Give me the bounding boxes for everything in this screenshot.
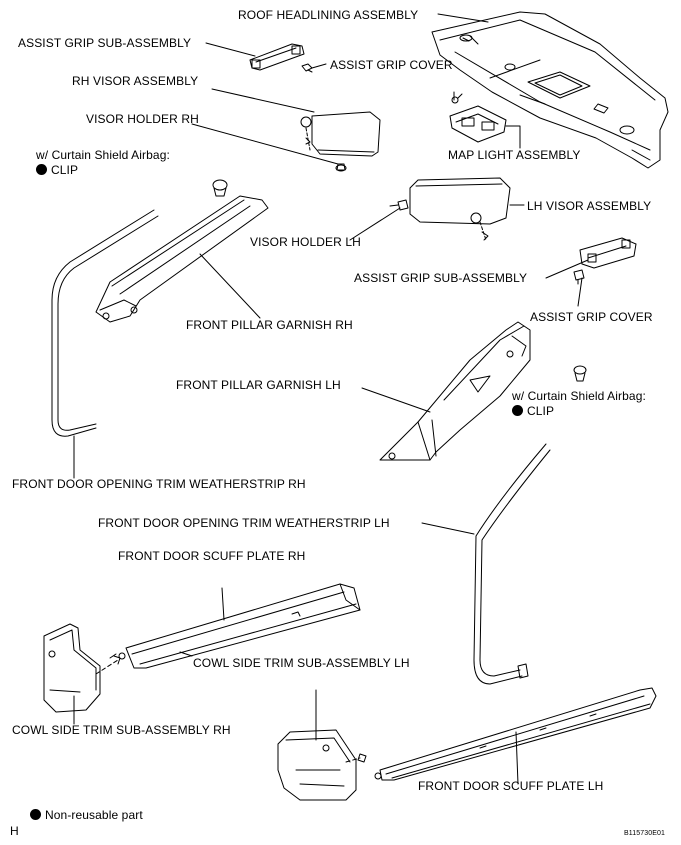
label-clip-top: CLIP: [36, 163, 78, 177]
leader-scuff-plate-rh: [221, 587, 225, 621]
leader-cowl-lh-mid: [179, 651, 193, 657]
label-front-pillar-garnish-lh: FRONT PILLAR GARNISH LH: [176, 378, 341, 392]
leader-visor-holder-lh: [349, 207, 401, 241]
label-assist-grip-cover-right: ASSIST GRIP COVER: [530, 310, 653, 324]
weatherstrip-lh-drawing: [473, 443, 551, 685]
clip-text: CLIP: [527, 404, 555, 418]
scuff-plate-rh-drawing: [109, 583, 361, 669]
corner-letter: H: [10, 824, 19, 838]
label-clip-right: CLIP: [512, 404, 554, 418]
assist-grip-right-drawing: [573, 237, 637, 285]
map-light-drawing: [449, 91, 521, 149]
label-airbag-note-top: w/ Curtain Shield Airbag:: [36, 148, 170, 162]
leader-assist-grip-cover-1: [311, 63, 327, 69]
leader-roof: [437, 13, 489, 23]
cowl-side-lh-drawing: [277, 729, 367, 801]
clip-top-drawing: [212, 179, 228, 197]
label-visor-holder-rh: VISOR HOLDER RH: [86, 112, 199, 126]
front-pillar-garnish-rh-drawing: [95, 195, 269, 323]
label-assist-grip-sub-right: ASSIST GRIP SUB-ASSEMBLY: [354, 271, 528, 285]
label-roof-headlining: ROOF HEADLINING ASSEMBLY: [238, 8, 419, 22]
label-front-pillar-garnish-rh: FRONT PILLAR GARNISH RH: [186, 318, 353, 332]
label-assist-grip-cover-top: ASSIST GRIP COVER: [330, 58, 453, 72]
clip-right-drawing: [573, 365, 587, 382]
legend-text: Non-reusable part: [45, 808, 143, 822]
leader-visor-holder-rh: [191, 123, 339, 165]
label-cowl-side-rh: COWL SIDE TRIM SUB-ASSEMBLY RH: [12, 723, 231, 737]
leader-assist-grip-cover-2: [577, 277, 583, 307]
legend-non-reusable: Non-reusable part: [30, 808, 143, 822]
assist-grip-top-drawing: [249, 43, 313, 73]
non-reusable-dot-icon: [36, 164, 47, 175]
roof-headlining-drawing: [431, 11, 669, 169]
front-pillar-garnish-lh-drawing: [379, 321, 531, 461]
leader-weatherstrip-lh: [421, 522, 475, 535]
scuff-plate-lh-drawing: [374, 687, 657, 781]
label-weatherstrip-lh: FRONT DOOR OPENING TRIM WEATHERSTRIP LH: [98, 516, 390, 530]
leader-assist-grip-1: [205, 42, 256, 57]
label-visor-holder-lh: VISOR HOLDER LH: [250, 235, 361, 249]
lh-visor-drawing: [389, 177, 511, 241]
cowl-side-rh-drawing: [43, 623, 121, 713]
rh-visor-drawing: [300, 111, 381, 172]
non-reusable-dot-icon: [512, 405, 523, 416]
label-weatherstrip-rh: FRONT DOOR OPENING TRIM WEATHERSTRIP RH: [12, 477, 306, 491]
label-cowl-side-lh: COWL SIDE TRIM SUB-ASSEMBLY LH: [193, 656, 410, 670]
leader-front-pillar-rh: [199, 253, 261, 319]
label-airbag-note-right: w/ Curtain Shield Airbag:: [512, 389, 646, 403]
leader-front-pillar-lh: [361, 387, 431, 413]
leader-rh-visor: [211, 88, 315, 113]
label-rh-visor: RH VISOR ASSEMBLY: [72, 74, 199, 88]
figure-code: B115730E01: [624, 830, 665, 837]
weatherstrip-rh-drawing: [51, 209, 159, 437]
label-lh-visor: LH VISOR ASSEMBLY: [527, 199, 652, 213]
label-scuff-plate-rh: FRONT DOOR SCUFF PLATE RH: [118, 549, 306, 563]
leader-assist-grip-2: [545, 259, 589, 279]
label-scuff-plate-lh: FRONT DOOR SCUFF PLATE LH: [418, 779, 604, 793]
leader-scuff-plate-lh: [515, 731, 519, 785]
clip-text: CLIP: [51, 163, 79, 177]
non-reusable-dot-icon: [30, 809, 41, 820]
label-map-light: MAP LIGHT ASSEMBLY: [448, 148, 581, 162]
label-assist-grip-sub-top: ASSIST GRIP SUB-ASSEMBLY: [18, 36, 192, 50]
